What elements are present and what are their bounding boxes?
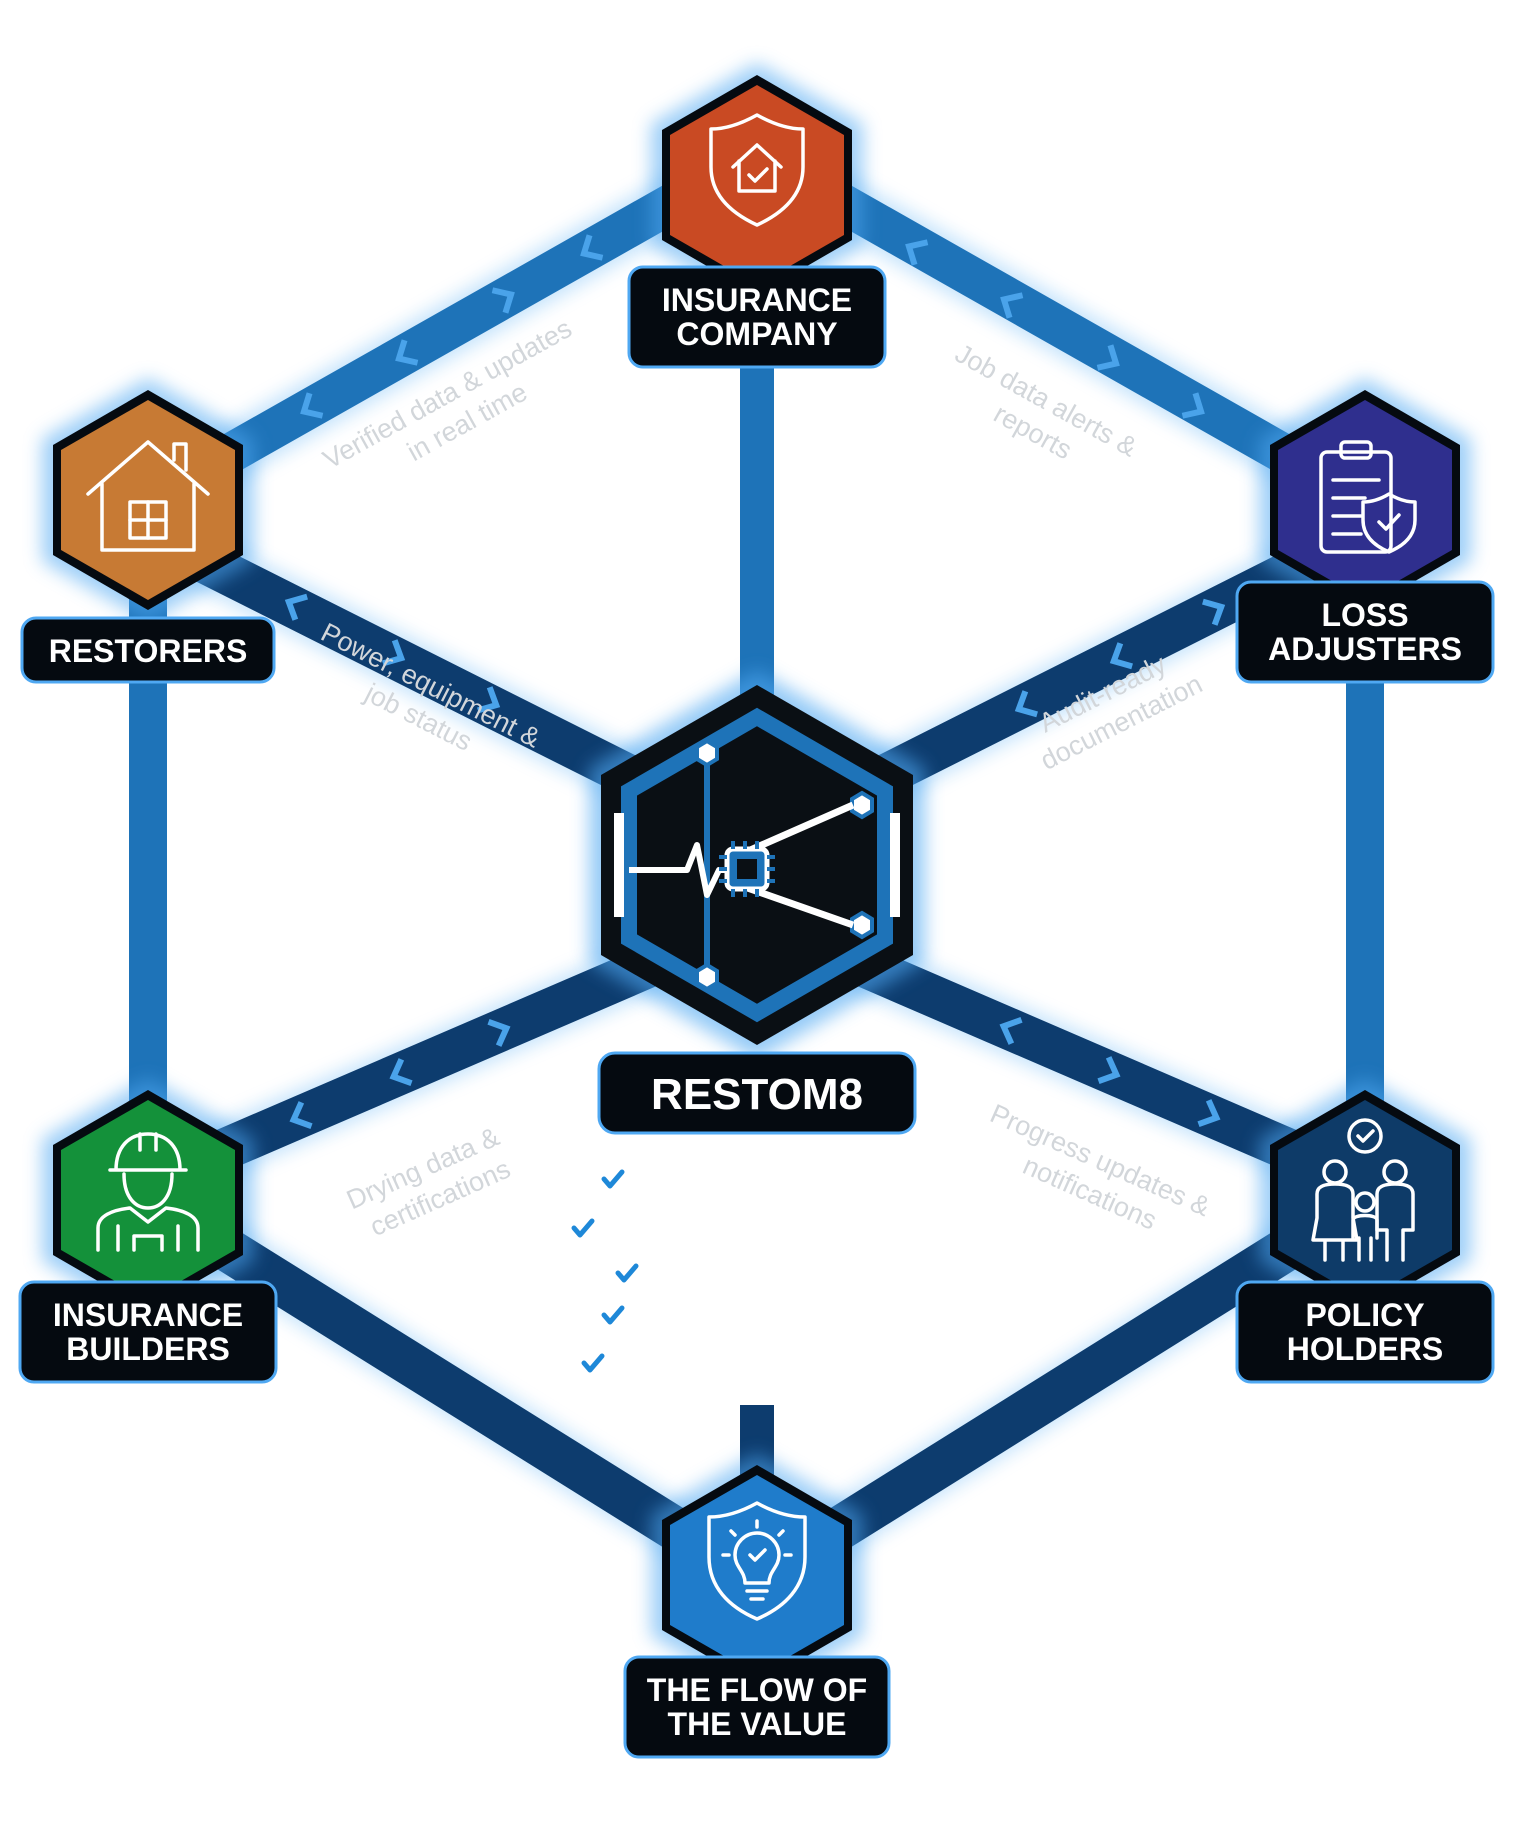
node-flow-of-value[interactable]: THE FLOW OF THE VALUE — [623, 1453, 891, 1759]
label-line: THE VALUE — [668, 1706, 847, 1742]
flow-chevrons — [284, 234, 1226, 1130]
chevron-marker — [1197, 1099, 1221, 1128]
label-line: COMPANY — [676, 316, 837, 352]
chip-network-icon — [614, 707, 900, 1023]
node-restorers[interactable]: RESTORERS — [20, 378, 276, 684]
chevron-marker — [389, 1058, 413, 1087]
node-insurance-builders[interactable]: INSURANCE BUILDERS — [18, 1078, 278, 1384]
label-box — [627, 265, 887, 369]
chevron-marker — [1202, 598, 1226, 626]
chevron-marker — [284, 593, 308, 621]
chevron-marker — [1000, 292, 1024, 319]
node-insurance-company[interactable]: INSURANCE COMPANY — [627, 63, 887, 369]
family-icon — [1311, 1118, 1415, 1262]
clipboard-shield-icon — [1319, 440, 1417, 554]
node-policy-holders[interactable]: POLICY HOLDERS — [1235, 1078, 1495, 1384]
hex-badge — [670, 85, 844, 285]
label-line: INSURANCE — [53, 1297, 243, 1333]
chevron-marker — [1096, 344, 1120, 371]
chevron-marker — [1014, 690, 1038, 718]
chevron-marker — [905, 239, 929, 266]
chevron-marker — [580, 234, 604, 261]
label-line: INSURANCE — [662, 282, 852, 318]
chevron-marker — [395, 339, 419, 366]
checkmark-icon — [601, 1305, 625, 1325]
label-line: ADJUSTERS — [1268, 631, 1462, 667]
label-box — [20, 616, 276, 684]
shield-bulb-icon — [707, 1501, 807, 1621]
worker-icon — [96, 1132, 200, 1252]
label-line: LOSS — [1321, 597, 1408, 633]
label-line: HOLDERS — [1287, 1331, 1443, 1367]
chevron-marker — [477, 686, 501, 714]
chevron-marker — [1109, 642, 1133, 670]
chevron-marker — [300, 392, 324, 419]
house-icon — [86, 440, 210, 552]
chevron-marker — [487, 1018, 511, 1047]
checkmark-icon — [615, 1263, 639, 1283]
center-label-box — [597, 1051, 917, 1135]
label-line: THE FLOW OF — [647, 1672, 867, 1708]
center-label: RESTOM8 — [651, 1070, 863, 1119]
hex-badge — [61, 1100, 235, 1300]
caption-builders-center: Drying data & certifications — [342, 1118, 524, 1246]
label-box — [623, 1655, 891, 1759]
label-box — [1235, 1280, 1495, 1384]
shield-house-icon — [709, 113, 805, 227]
label-box — [1235, 580, 1495, 684]
checkmark-icon — [581, 1353, 605, 1373]
hex-badge — [670, 1475, 844, 1675]
label-line: RESTORERS — [49, 633, 248, 669]
chevron-marker — [491, 287, 515, 314]
node-loss-adjusters[interactable]: LOSS ADJUSTERS — [1235, 378, 1495, 684]
chevron-marker — [382, 639, 406, 667]
chevron-marker — [289, 1101, 313, 1130]
center-hub[interactable]: RESTOM8 — [589, 670, 925, 1135]
chevron-marker — [1097, 1056, 1121, 1085]
chevron-marker — [999, 1016, 1023, 1045]
checkmark-column — [571, 1169, 639, 1373]
checkmark-icon — [601, 1169, 625, 1189]
label-line: POLICY — [1305, 1297, 1424, 1333]
chevron-marker — [1181, 392, 1205, 419]
label-line: BUILDERS — [66, 1331, 230, 1367]
hex-badge — [1278, 1100, 1452, 1300]
label-box — [18, 1280, 278, 1384]
checkmark-icon — [571, 1218, 595, 1238]
